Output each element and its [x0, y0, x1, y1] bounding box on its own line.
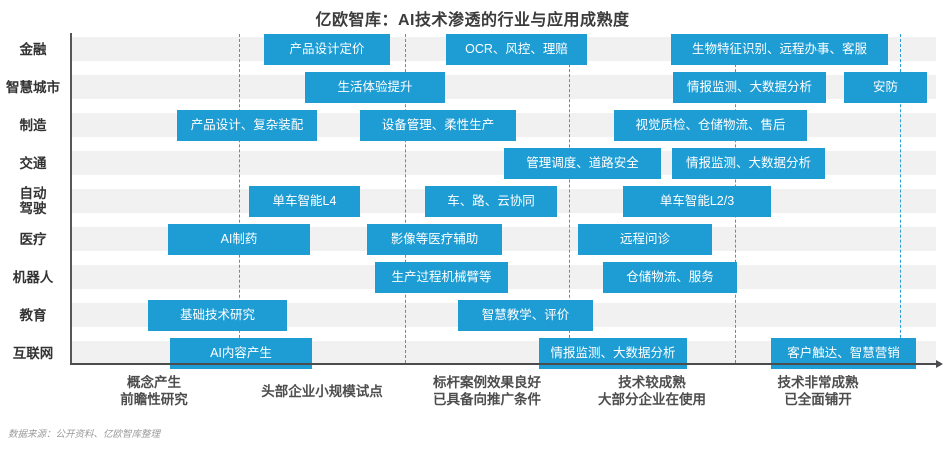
- stage-divider-dashed-line: [239, 34, 240, 363]
- row-label: 制造: [19, 117, 47, 133]
- stage-label: 概念产生 前瞻性研究: [120, 375, 188, 407]
- stage-label: 标杆案例效果良好 已具备向推广条件: [433, 375, 541, 407]
- stage-divider-dashed-line: [405, 34, 406, 363]
- chart-title: 亿欧智库：AI技术渗透的行业与应用成熟度: [315, 12, 630, 29]
- row-label: 互联网: [12, 345, 54, 361]
- y-axis-line: [70, 33, 72, 365]
- x-axis-arrow-icon: [936, 360, 943, 368]
- row-label: 交通: [19, 155, 47, 171]
- application-box: 车、路、云协同: [425, 186, 557, 217]
- application-box: 产品设计、复杂装配: [177, 110, 317, 141]
- application-box: 管理调度、道路安全: [504, 148, 661, 179]
- application-box: 生物特征识别、远程办事、客服: [671, 34, 888, 65]
- application-box: 视觉质检、仓储物流、售后: [614, 110, 807, 141]
- application-box: 情报监测、大数据分析: [673, 72, 826, 103]
- row-label: 机器人: [12, 269, 54, 285]
- stage-label: 技术非常成熟 已全面铺开: [777, 375, 859, 407]
- stage-label: 技术较成熟 大部分企业在使用: [598, 375, 706, 407]
- x-axis-line: [70, 363, 936, 365]
- application-box: 影像等医疗辅助: [367, 224, 502, 255]
- row-label: 自动 驾驶: [19, 186, 47, 216]
- row-label: 医疗: [19, 231, 47, 247]
- stage-divider-dashed-line: [900, 34, 901, 363]
- stage-label: 头部企业小规模试点: [261, 383, 383, 399]
- stage-divider-dashed-line: [569, 34, 570, 363]
- application-box: 情报监测、大数据分析: [672, 148, 825, 179]
- application-box: 仓储物流、服务: [603, 262, 737, 293]
- application-box: AI制药: [168, 224, 310, 255]
- application-box: 安防: [844, 72, 927, 103]
- application-box: 智慧教学、评价: [458, 300, 593, 331]
- row-label: 金融: [19, 41, 47, 57]
- application-box: 生产过程机械臂等: [375, 262, 508, 293]
- application-box: OCR、风控、理赔: [446, 34, 587, 65]
- application-box: 远程问诊: [578, 224, 712, 255]
- application-box: 单车智能L4: [249, 186, 360, 217]
- application-box: 单车智能L2/3: [623, 186, 771, 217]
- row-label: 智慧城市: [6, 79, 60, 95]
- application-box: 基础技术研究: [148, 300, 287, 331]
- row-label: 教育: [19, 307, 47, 323]
- application-box: 设备管理、柔性生产: [360, 110, 516, 141]
- application-box: 产品设计定价: [264, 34, 390, 65]
- application-box: 生活体验提升: [305, 72, 445, 103]
- source-note: 数据来源：公开资料、亿欧智库整理: [8, 429, 161, 440]
